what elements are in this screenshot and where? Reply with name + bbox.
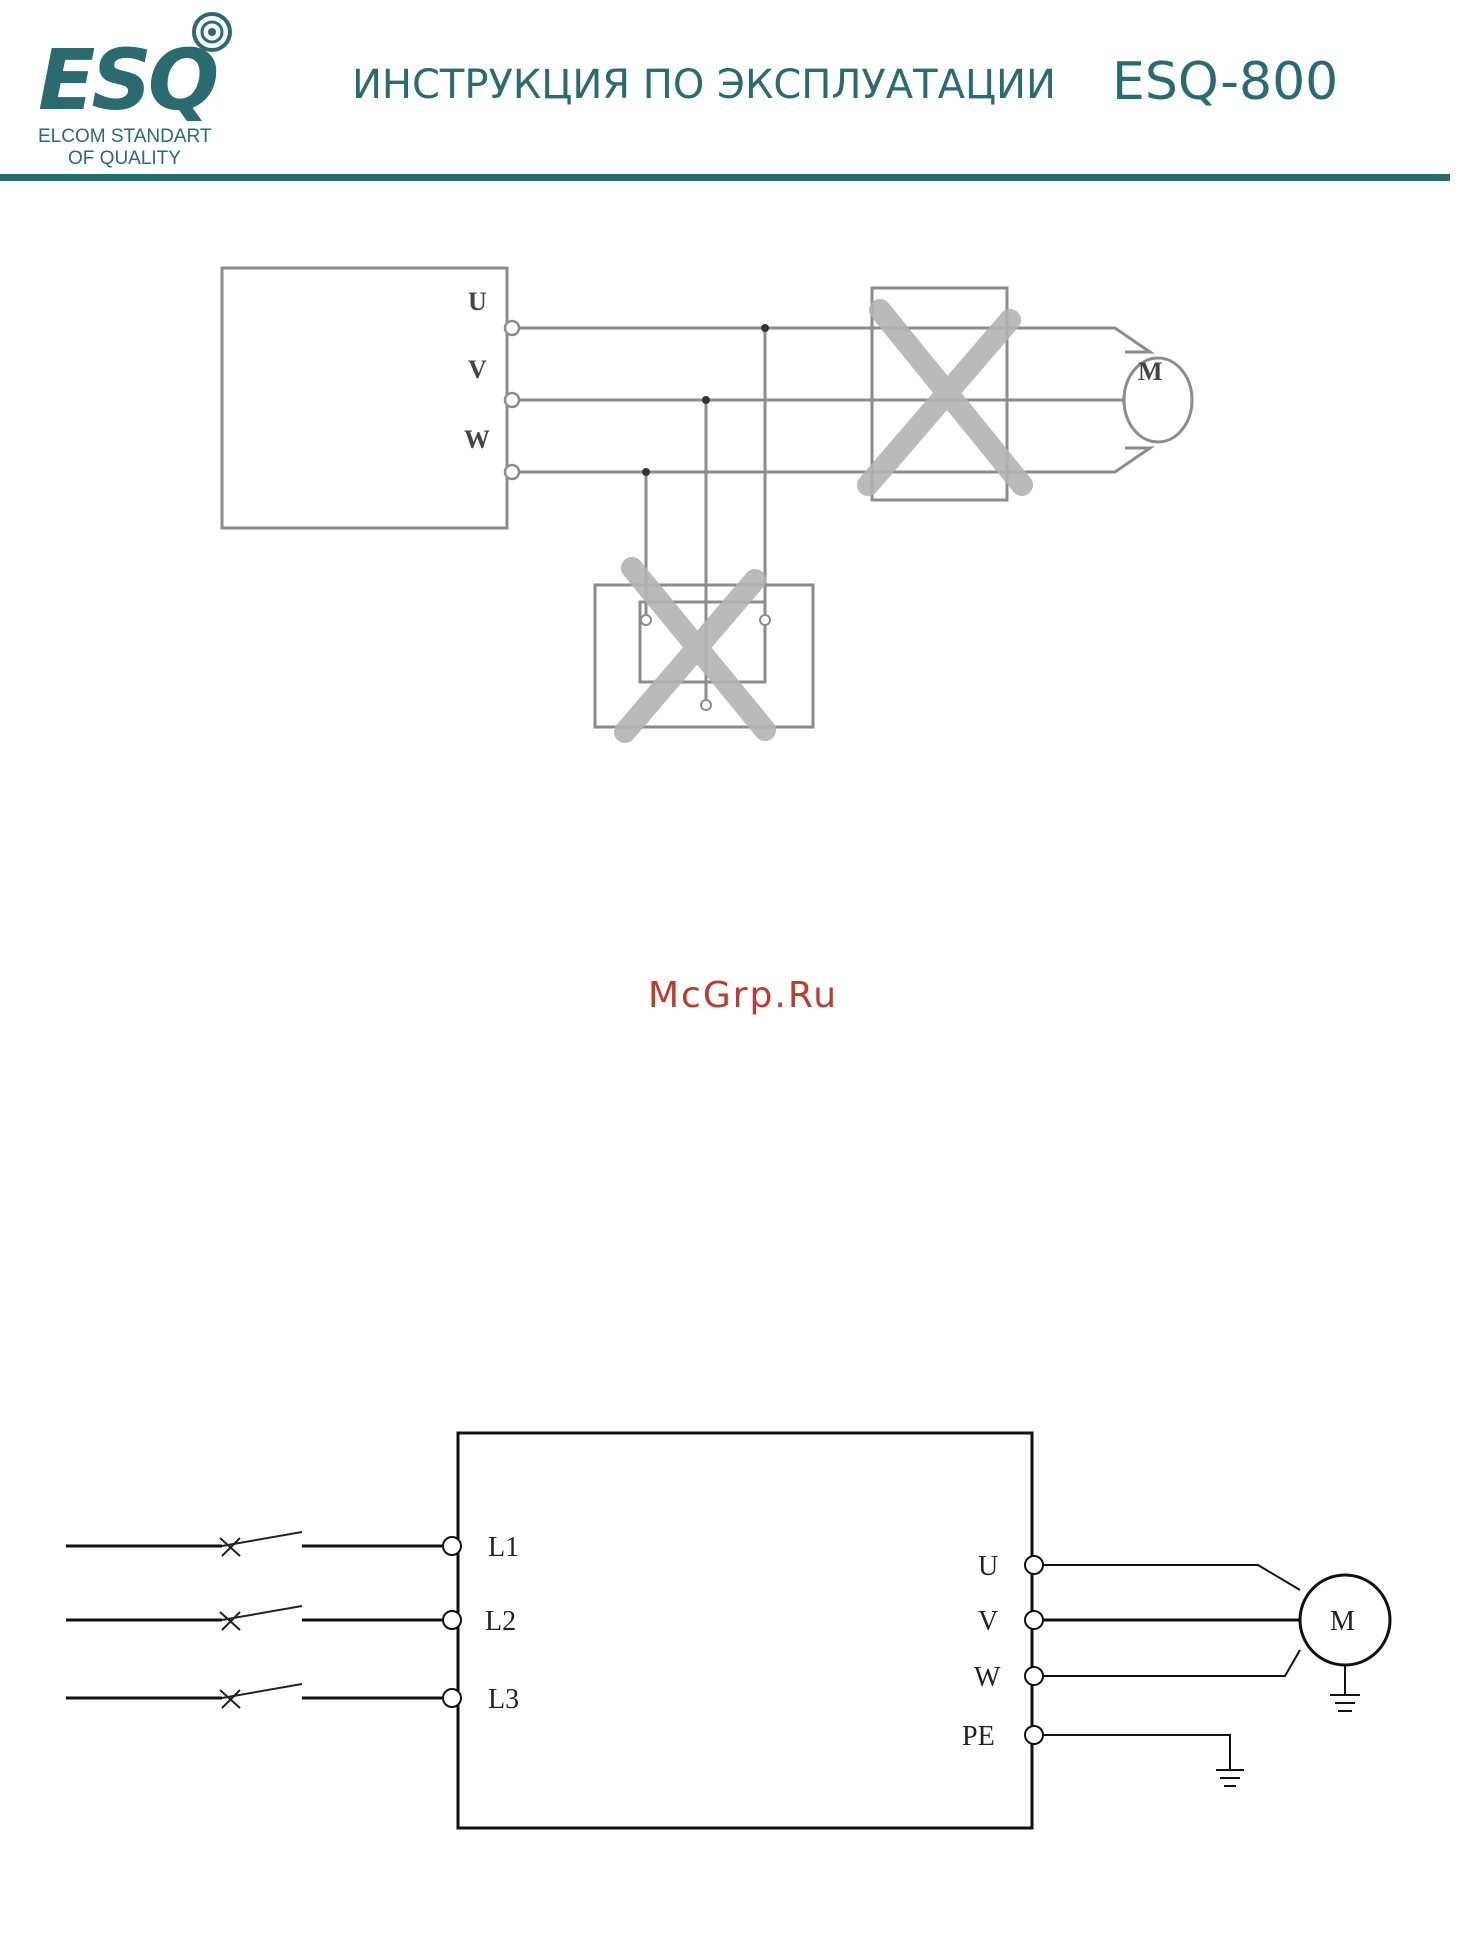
label-v: V: [978, 1606, 998, 1637]
inverter-main-box: [458, 1433, 1032, 1828]
terminal-w-out: [1025, 1667, 1043, 1685]
pe-ground-icon: [1216, 1770, 1244, 1786]
label-pe: PE: [962, 1721, 995, 1752]
motor-label: M: [1330, 1606, 1355, 1637]
terminal-l2: [443, 1611, 461, 1629]
terminal-pe: [1025, 1726, 1043, 1744]
terminal-u-out: [1025, 1556, 1043, 1574]
terminal-l1: [443, 1537, 461, 1555]
label-u: U: [978, 1551, 998, 1582]
terminal-l3: [443, 1689, 461, 1707]
terminal-v-out: [1025, 1611, 1043, 1629]
motor-ground-icon: [1330, 1695, 1360, 1711]
label-l3: L3: [488, 1684, 519, 1715]
label-l2: L2: [485, 1606, 516, 1637]
label-w: W: [974, 1662, 1001, 1693]
label-l1: L1: [488, 1532, 519, 1563]
